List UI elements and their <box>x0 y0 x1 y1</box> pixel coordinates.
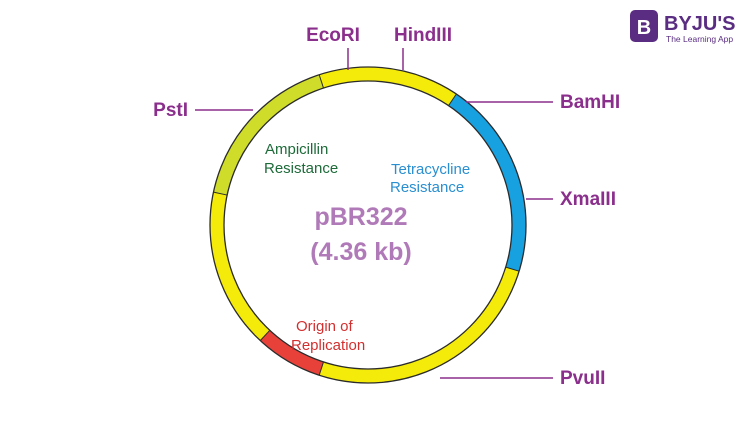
plasmid-ring <box>209 66 527 384</box>
ring-segment-top-yellow <box>319 67 457 106</box>
ring-segment-ampicillin <box>213 74 324 196</box>
restriction-site-markers <box>195 48 553 379</box>
ring-inner-outline <box>223 80 513 370</box>
brand-logo-icon <box>630 10 658 42</box>
tetracycline-resistance-label: Tetracycline Resistance <box>390 161 470 196</box>
plasmid-name: pBR322 <box>314 203 407 231</box>
xmaiii-label: XmaIII <box>560 189 616 210</box>
origin-line1: Origin of <box>296 318 354 335</box>
ampicillin-resistance-label: Ampicillin Resistance <box>264 141 338 177</box>
ring-segment-right-yellow <box>319 267 520 383</box>
plasmid-size: (4.36 kb) <box>310 238 411 266</box>
tetracycline-line2: Resistance <box>390 179 464 196</box>
ampicillin-line1: Ampicillin <box>265 141 328 158</box>
bamhi-label: BamHI <box>560 92 620 113</box>
brand-logo: B BYJU'S The Learning App <box>630 10 735 44</box>
ring-boundary-2 <box>505 266 520 272</box>
brand-name: BYJU'S <box>664 13 735 35</box>
ecori-label: EcoRI <box>306 25 360 46</box>
hindiii-label: HindIII <box>394 25 452 46</box>
ring-boundary-5 <box>213 191 228 196</box>
ring-boundary-0 <box>318 74 324 89</box>
ring-segment-origin <box>260 330 324 376</box>
tetracycline-line1: Tetracycline <box>391 161 470 178</box>
brand-tagline: The Learning App <box>666 34 733 44</box>
origin-of-replication-label: Origin of Replication <box>291 318 365 354</box>
ring-segment-tetracycline <box>448 94 526 272</box>
brand-logo-letter: B <box>637 17 651 39</box>
ring-segment-left-yellow <box>210 192 270 341</box>
pvuii-label: PvuII <box>560 368 605 389</box>
psti-label: PstI <box>153 100 188 121</box>
ampicillin-line2: Resistance <box>264 160 338 177</box>
ring-outer-outline <box>209 66 527 384</box>
ring-boundary-4 <box>259 329 271 341</box>
origin-line2: Replication <box>291 337 365 354</box>
ring-boundary-3 <box>318 361 324 376</box>
ring-boundary-1 <box>448 93 457 106</box>
